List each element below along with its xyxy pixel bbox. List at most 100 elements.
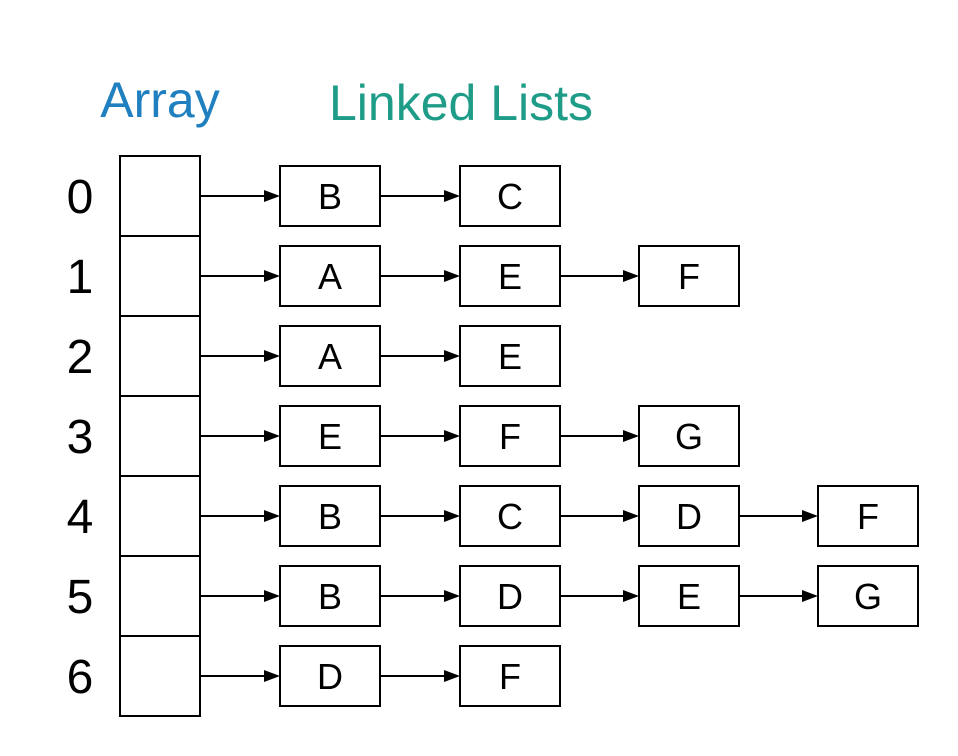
node-box [817, 565, 919, 627]
node-5-3: G [817, 565, 919, 627]
node-label: F [857, 496, 879, 537]
arrow-head [264, 590, 280, 602]
link-arrow-1-0 [380, 270, 460, 282]
array-cell-3 [119, 395, 201, 477]
node-1-1: E [459, 245, 561, 307]
node-label: B [318, 576, 342, 617]
node-1-0: A [279, 245, 381, 307]
link-arrow-6-0 [380, 670, 460, 682]
array-cell-4 [119, 475, 201, 557]
arrow-head [802, 510, 818, 522]
node-5-0: B [279, 565, 381, 627]
node-4-3: F [817, 485, 919, 547]
arrow-head [264, 670, 280, 682]
index-label-0: 0 [67, 171, 94, 224]
index-label-1: 1 [67, 251, 94, 304]
node-2-1: E [459, 325, 561, 387]
link-arrow-1-1 [560, 270, 639, 282]
array-arrow-4 [200, 510, 280, 522]
array-cell-6 [119, 635, 201, 717]
node-6-1: F [459, 645, 561, 707]
node-label: F [499, 416, 521, 457]
node-label: G [854, 576, 882, 617]
arrow-head [444, 270, 460, 282]
node-box [638, 485, 740, 547]
node-label: D [676, 496, 702, 537]
arrow-head [623, 590, 639, 602]
node-box [638, 565, 740, 627]
node-label: C [497, 176, 523, 217]
link-arrow-4-2 [739, 510, 818, 522]
arrow-head [444, 430, 460, 442]
node-box [817, 485, 919, 547]
arrow-head [264, 350, 280, 362]
node-box [459, 165, 561, 227]
arrow-head [444, 350, 460, 362]
arrow-head [264, 430, 280, 442]
index-label-3: 3 [67, 411, 94, 464]
node-label: B [318, 176, 342, 217]
node-box [459, 245, 561, 307]
linked-lists-title: Linked Lists [329, 75, 593, 131]
arrow-head [802, 590, 818, 602]
arrow-head [623, 270, 639, 282]
link-arrow-3-1 [560, 430, 639, 442]
node-4-2: D [638, 485, 740, 547]
node-label: A [318, 256, 342, 297]
node-label: G [675, 416, 703, 457]
arrow-head [444, 590, 460, 602]
link-arrow-4-1 [560, 510, 639, 522]
node-label: B [318, 496, 342, 537]
node-box [459, 325, 561, 387]
node-box [459, 565, 561, 627]
node-box [638, 245, 740, 307]
array-arrow-2 [200, 350, 280, 362]
node-label: E [318, 416, 342, 457]
link-arrow-5-2 [739, 590, 818, 602]
node-box [279, 405, 381, 467]
arrow-head [623, 510, 639, 522]
array-arrow-0 [200, 190, 280, 202]
index-label-4: 4 [67, 491, 94, 544]
array-cell-1 [119, 235, 201, 317]
array-cell-2 [119, 315, 201, 397]
row-3: 3 E F G [67, 395, 740, 477]
link-arrow-4-0 [380, 510, 460, 522]
row-0: 0 B C [67, 155, 561, 237]
index-label-5: 5 [67, 571, 94, 624]
index-label-2: 2 [67, 331, 94, 384]
node-box [638, 405, 740, 467]
array-cell-0 [119, 155, 201, 237]
node-4-0: B [279, 485, 381, 547]
arrow-head [264, 190, 280, 202]
node-box [279, 485, 381, 547]
arrow-head [444, 670, 460, 682]
node-box [279, 245, 381, 307]
node-0-0: B [279, 165, 381, 227]
node-label: D [317, 656, 343, 697]
array-arrow-6 [200, 670, 280, 682]
node-2-0: A [279, 325, 381, 387]
node-label: F [499, 656, 521, 697]
row-6: 6 D F [67, 635, 561, 717]
array-title: Array [100, 72, 219, 128]
row-4: 4 B C D F [67, 475, 919, 557]
row-2: 2 A E [67, 315, 561, 397]
node-box [459, 645, 561, 707]
array-arrow-3 [200, 430, 280, 442]
node-box [279, 325, 381, 387]
node-label: E [498, 256, 522, 297]
index-label-6: 6 [67, 651, 94, 704]
arrow-head [444, 190, 460, 202]
node-3-2: G [638, 405, 740, 467]
node-3-1: F [459, 405, 561, 467]
node-4-1: C [459, 485, 561, 547]
link-arrow-5-1 [560, 590, 639, 602]
node-label: E [498, 336, 522, 377]
node-0-1: C [459, 165, 561, 227]
arrow-head [623, 430, 639, 442]
arrow-head [264, 510, 280, 522]
